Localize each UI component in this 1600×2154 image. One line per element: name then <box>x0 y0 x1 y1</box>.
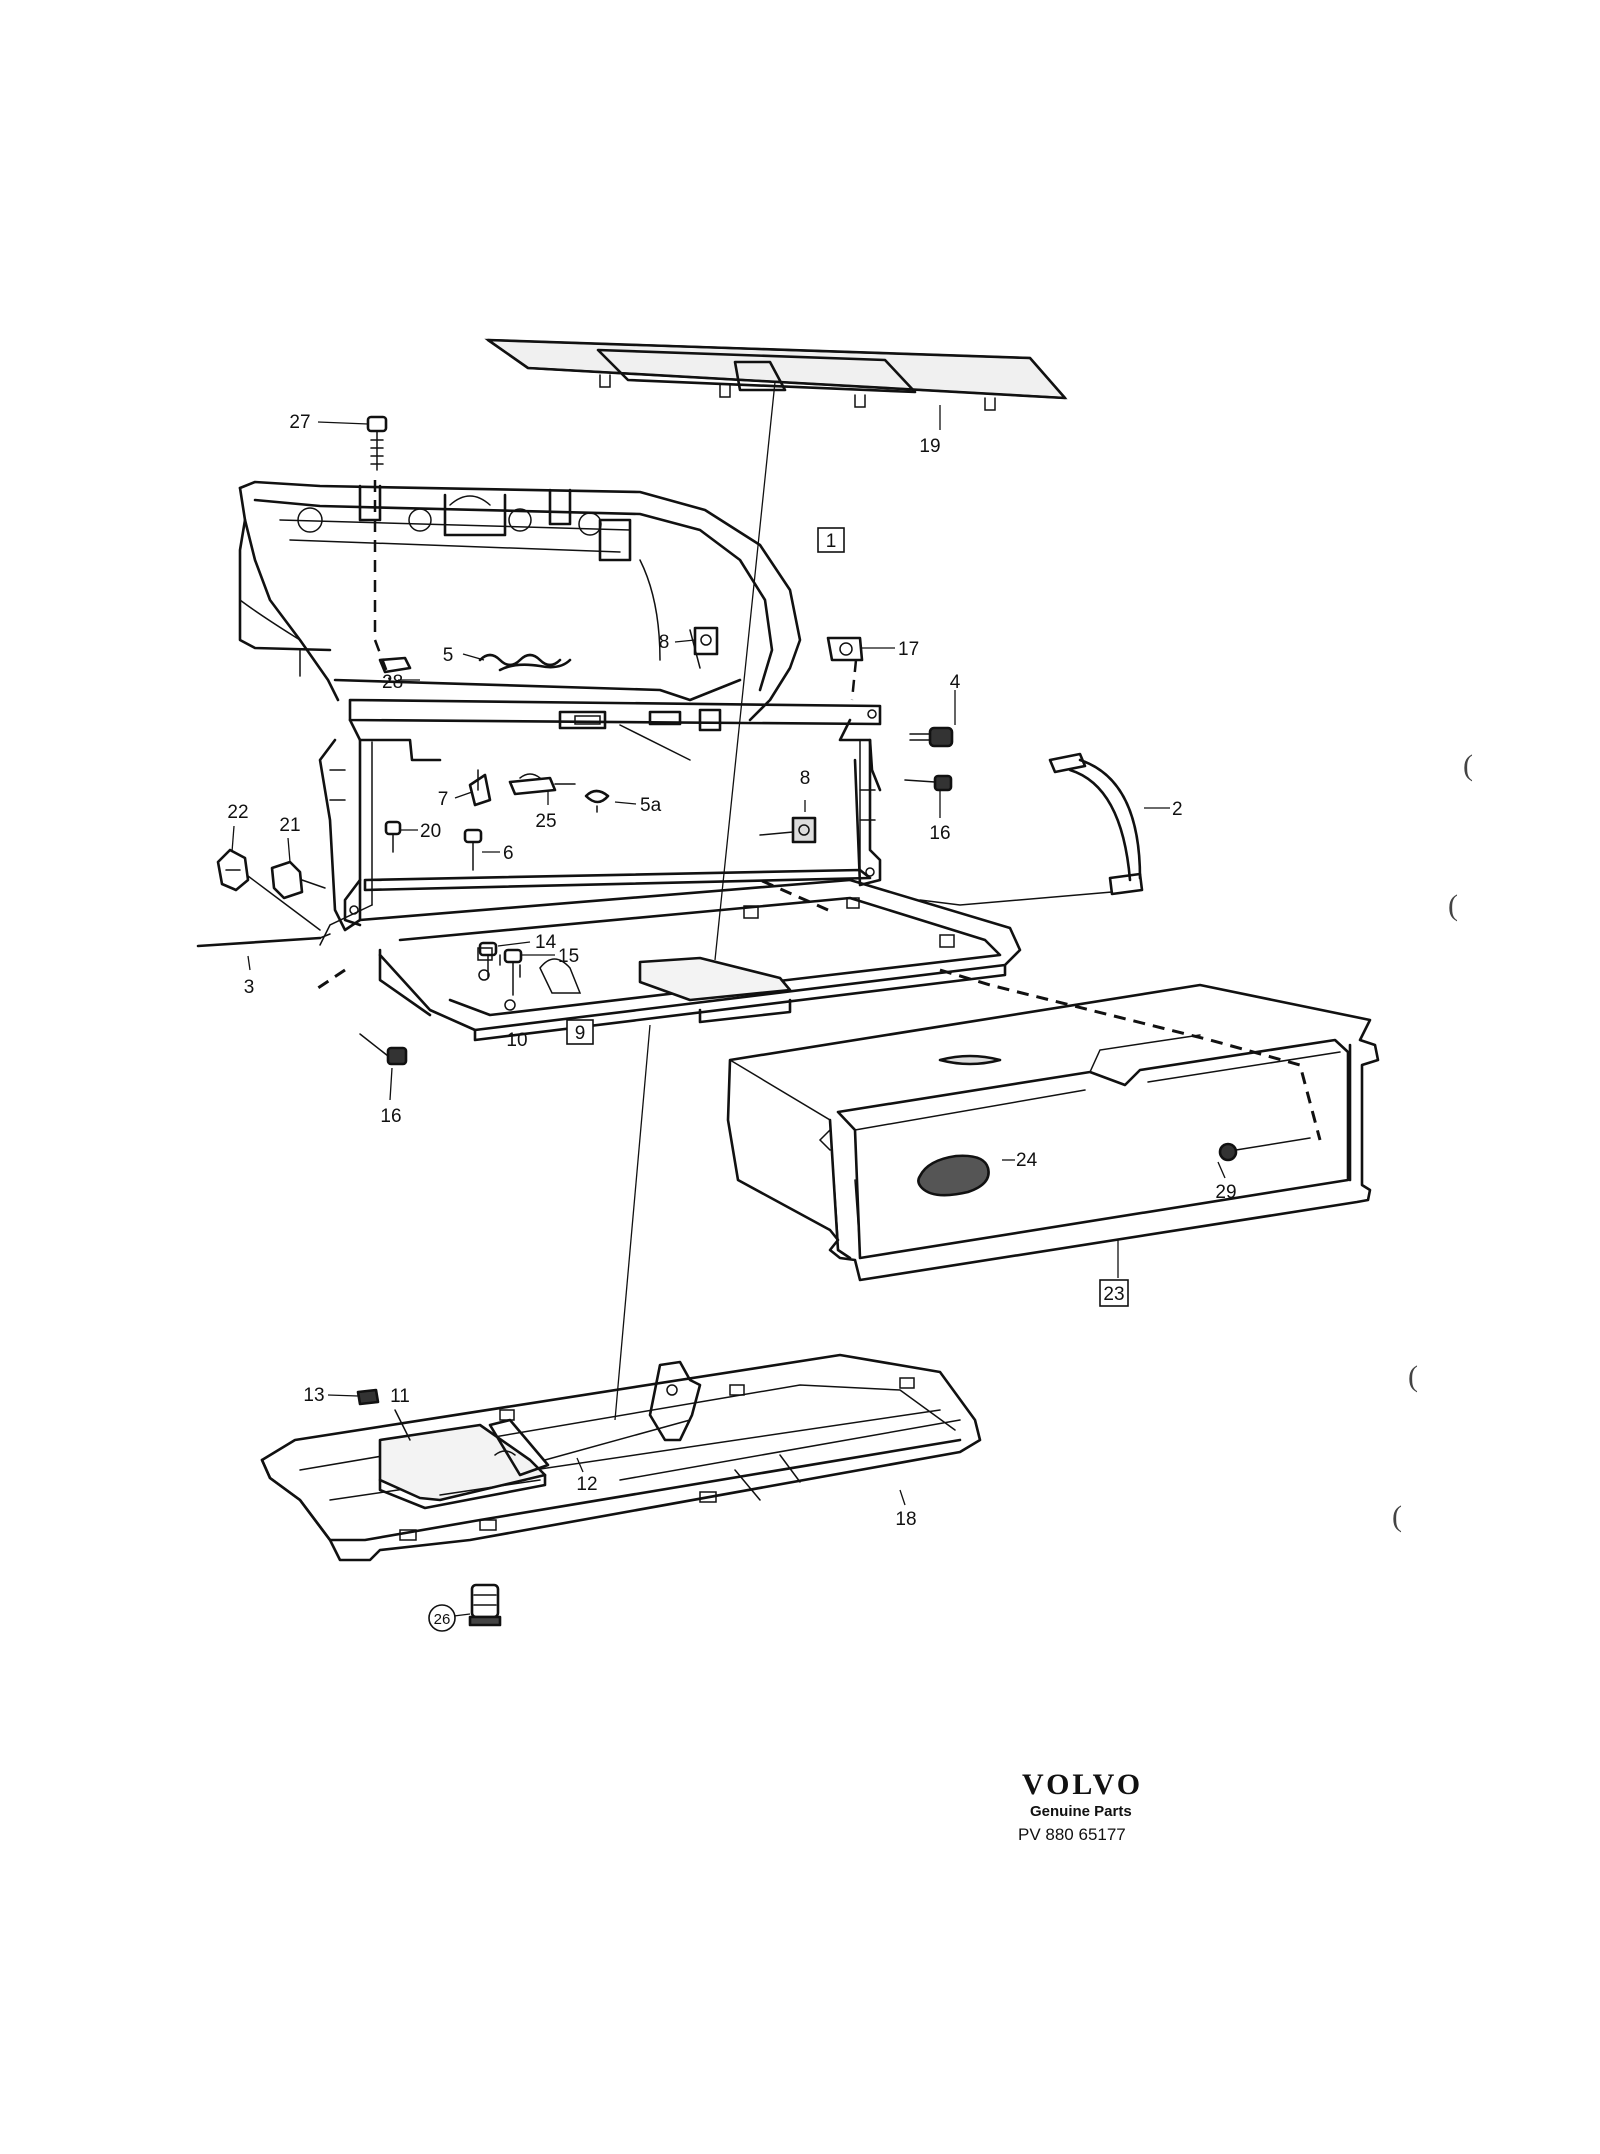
part-14-screw <box>478 941 498 979</box>
label-8-lower: 8 <box>800 768 811 789</box>
part-19-cover-panel <box>484 338 1068 411</box>
boxed-label-frames <box>428 527 1129 1632</box>
label-9: 9 <box>575 1023 586 1044</box>
leader-lines <box>231 405 1226 1619</box>
part-11-lock-housing <box>394 1409 411 1441</box>
part-4-bolt <box>909 726 954 748</box>
label-22: 22 <box>227 802 248 823</box>
part-22-bracket <box>216 848 321 931</box>
part-28-clip <box>378 656 412 674</box>
label-19: 19 <box>919 436 940 457</box>
margin-mark-4: ( <box>1392 1500 1402 1533</box>
label-21: 21 <box>279 815 300 836</box>
volvo-logo-text: VOLVO <box>1022 1768 1143 1801</box>
margin-mark-3: ( <box>1408 1360 1418 1393</box>
margin-mark-2: ( <box>1448 889 1458 922</box>
volvo-brand-block: VOLVO Genuine Parts PV 880 65177 <box>1018 1768 1143 1844</box>
part-6-screw <box>463 828 483 871</box>
label-5: 5 <box>443 645 454 666</box>
label-10: 10 <box>506 1030 527 1051</box>
genuine-parts-text: Genuine Parts <box>1030 1803 1132 1820</box>
label-5a: 5a <box>640 795 662 816</box>
part-8-clip-upper <box>693 626 719 656</box>
part-5-spring <box>478 653 572 672</box>
part-18-glovebox-lid <box>260 1353 982 1562</box>
label-29: 29 <box>1215 1182 1236 1203</box>
label-12: 12 <box>576 1474 597 1495</box>
label-2: 2 <box>1172 799 1183 820</box>
margin-mark-1: ( <box>1463 749 1473 782</box>
part-23-glovebox-bin <box>726 983 1380 1282</box>
part-27-screw <box>366 415 392 681</box>
label-18: 18 <box>895 1509 916 1530</box>
glovebox-frame-upper <box>238 480 802 722</box>
label-8-upper: 8 <box>659 632 670 653</box>
label-1: 1 <box>826 531 837 552</box>
label-7: 7 <box>438 789 449 810</box>
label-6: 6 <box>503 843 514 864</box>
part-7-bracket <box>468 769 492 807</box>
part-2-cable <box>919 752 1144 906</box>
part-13-clip <box>356 1388 380 1406</box>
alignment-lines <box>614 381 1322 1421</box>
part-26-lock-cylinder <box>468 1583 502 1627</box>
label-25: 25 <box>535 811 556 832</box>
part-5a-bulb <box>584 789 610 813</box>
label-20: 20 <box>420 821 441 842</box>
part-3-rod <box>196 933 331 948</box>
label-27: 27 <box>289 412 310 433</box>
label-16-right: 16 <box>929 823 950 844</box>
label-11: 11 <box>390 1386 410 1407</box>
label-4: 4 <box>950 672 961 693</box>
part-20-screw <box>384 820 402 853</box>
part-21-switch <box>270 860 326 900</box>
label-17: 17 <box>898 639 919 660</box>
label-23: 23 <box>1103 1284 1124 1305</box>
part-16-screw-left <box>314 968 408 1066</box>
part-17-catch <box>826 636 864 701</box>
label-28: 28 <box>382 672 403 693</box>
margin-marks: ( ( ( ( <box>1392 749 1473 1533</box>
label-16-left: 16 <box>380 1106 401 1127</box>
part-8-clip-lower <box>759 816 817 844</box>
label-3: 3 <box>244 977 255 998</box>
part-15-screw <box>503 948 523 996</box>
label-14: 14 <box>535 932 557 953</box>
part-10-lid-frame <box>358 868 1022 1042</box>
part-29-screw <box>1218 1137 1311 1162</box>
part-labels: 1 2 3 4 5 5a 6 7 8 8 9 10 11 12 13 14 15… <box>227 412 1236 1628</box>
part-16-screw-right <box>904 774 953 792</box>
part-25-bulb-holder <box>508 773 576 796</box>
label-13: 13 <box>303 1385 324 1406</box>
label-26: 26 <box>434 1611 451 1628</box>
label-24: 24 <box>1016 1150 1038 1171</box>
part-number-code: PV 880 65177 <box>1018 1825 1126 1844</box>
label-15: 15 <box>558 946 579 967</box>
